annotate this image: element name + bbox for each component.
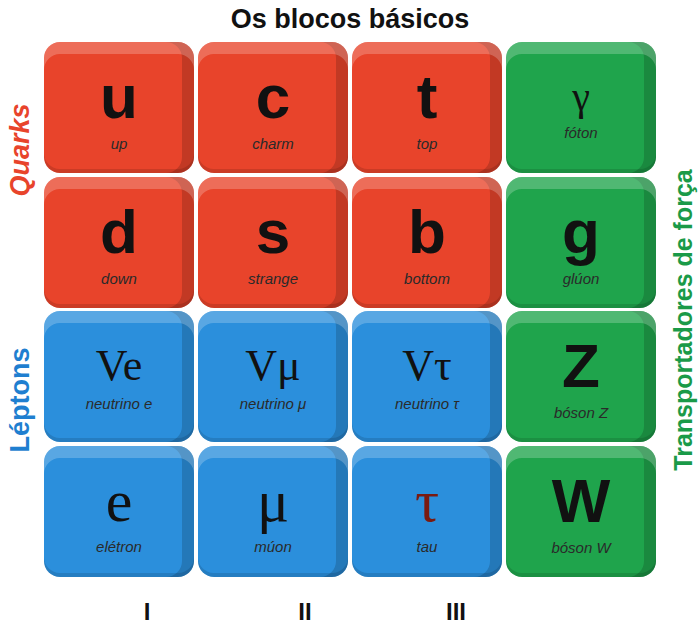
particle-symbol: s [256,201,290,263]
diagram-title: Os blocos básicos [0,4,700,35]
particle-name: fóton [564,125,597,141]
particle-symbol: Vμ [245,344,300,388]
particle-name: bóson W [551,540,610,556]
force-carrier-block: γ fóton [506,42,656,173]
particle-name: neutrino τ [395,396,459,412]
particle-symbol: u [100,66,138,128]
generation-number: II [298,598,311,626]
quark-block: d down [44,177,194,308]
particle-symbol: Vτ [402,344,451,388]
particle-symbol: b [408,201,446,263]
lepton-block: τ tau [352,446,502,577]
particle-name: elétron [96,539,142,555]
quark-block: b bottom [352,177,502,308]
lepton-block: e elétron [44,446,194,577]
particle-symbol: e [106,471,133,531]
particle-name: neutrino e [86,396,153,412]
particle-symbol: Z [562,335,600,397]
quark-block: u up [44,42,194,173]
quark-block: c charm [198,42,348,173]
particle-symbol: γ [572,77,590,117]
group-label: Léptons [5,348,36,453]
quark-block: s strange [198,177,348,308]
particle-symbol: Ve [96,344,142,388]
force-carrier-block: g glúon [506,177,656,308]
particle-symbol: c [256,66,290,128]
particle-name: up [111,136,128,152]
lepton-block: μ múon [198,446,348,577]
force-carrier-block: Zbóson Z [506,311,656,442]
particle-name: tau [417,539,438,555]
particle-name: bóson Z [554,405,608,421]
particle-name: bottom [404,271,450,287]
quark-block: t top [352,42,502,173]
particle-name: neutrino μ [240,396,307,412]
lepton-block: Vτ neutrino τ [352,311,502,442]
particle-name: múon [254,539,292,555]
particle-name: charm [252,136,294,152]
lepton-block: Vμ neutrino μ [198,311,348,442]
group-label: Quarks [5,103,36,196]
group-label: Transportadores de força [669,169,698,470]
lepton-block: Ve neutrino e [44,311,194,442]
particle-name: strange [248,271,298,287]
particle-symbol: μ [257,471,289,531]
particle-symbol: τ [415,471,439,531]
force-carrier-block: Wbóson W [506,446,656,577]
particle-symbol: W [552,470,611,532]
particle-symbol: d [100,201,138,263]
generation-number: I [144,598,151,626]
particle-name: glúon [563,271,600,287]
particle-name: top [417,136,438,152]
particle-symbol: g [562,201,600,263]
particle-symbol: t [417,66,438,128]
particle-name: down [101,271,137,287]
generation-number: III [446,598,466,626]
